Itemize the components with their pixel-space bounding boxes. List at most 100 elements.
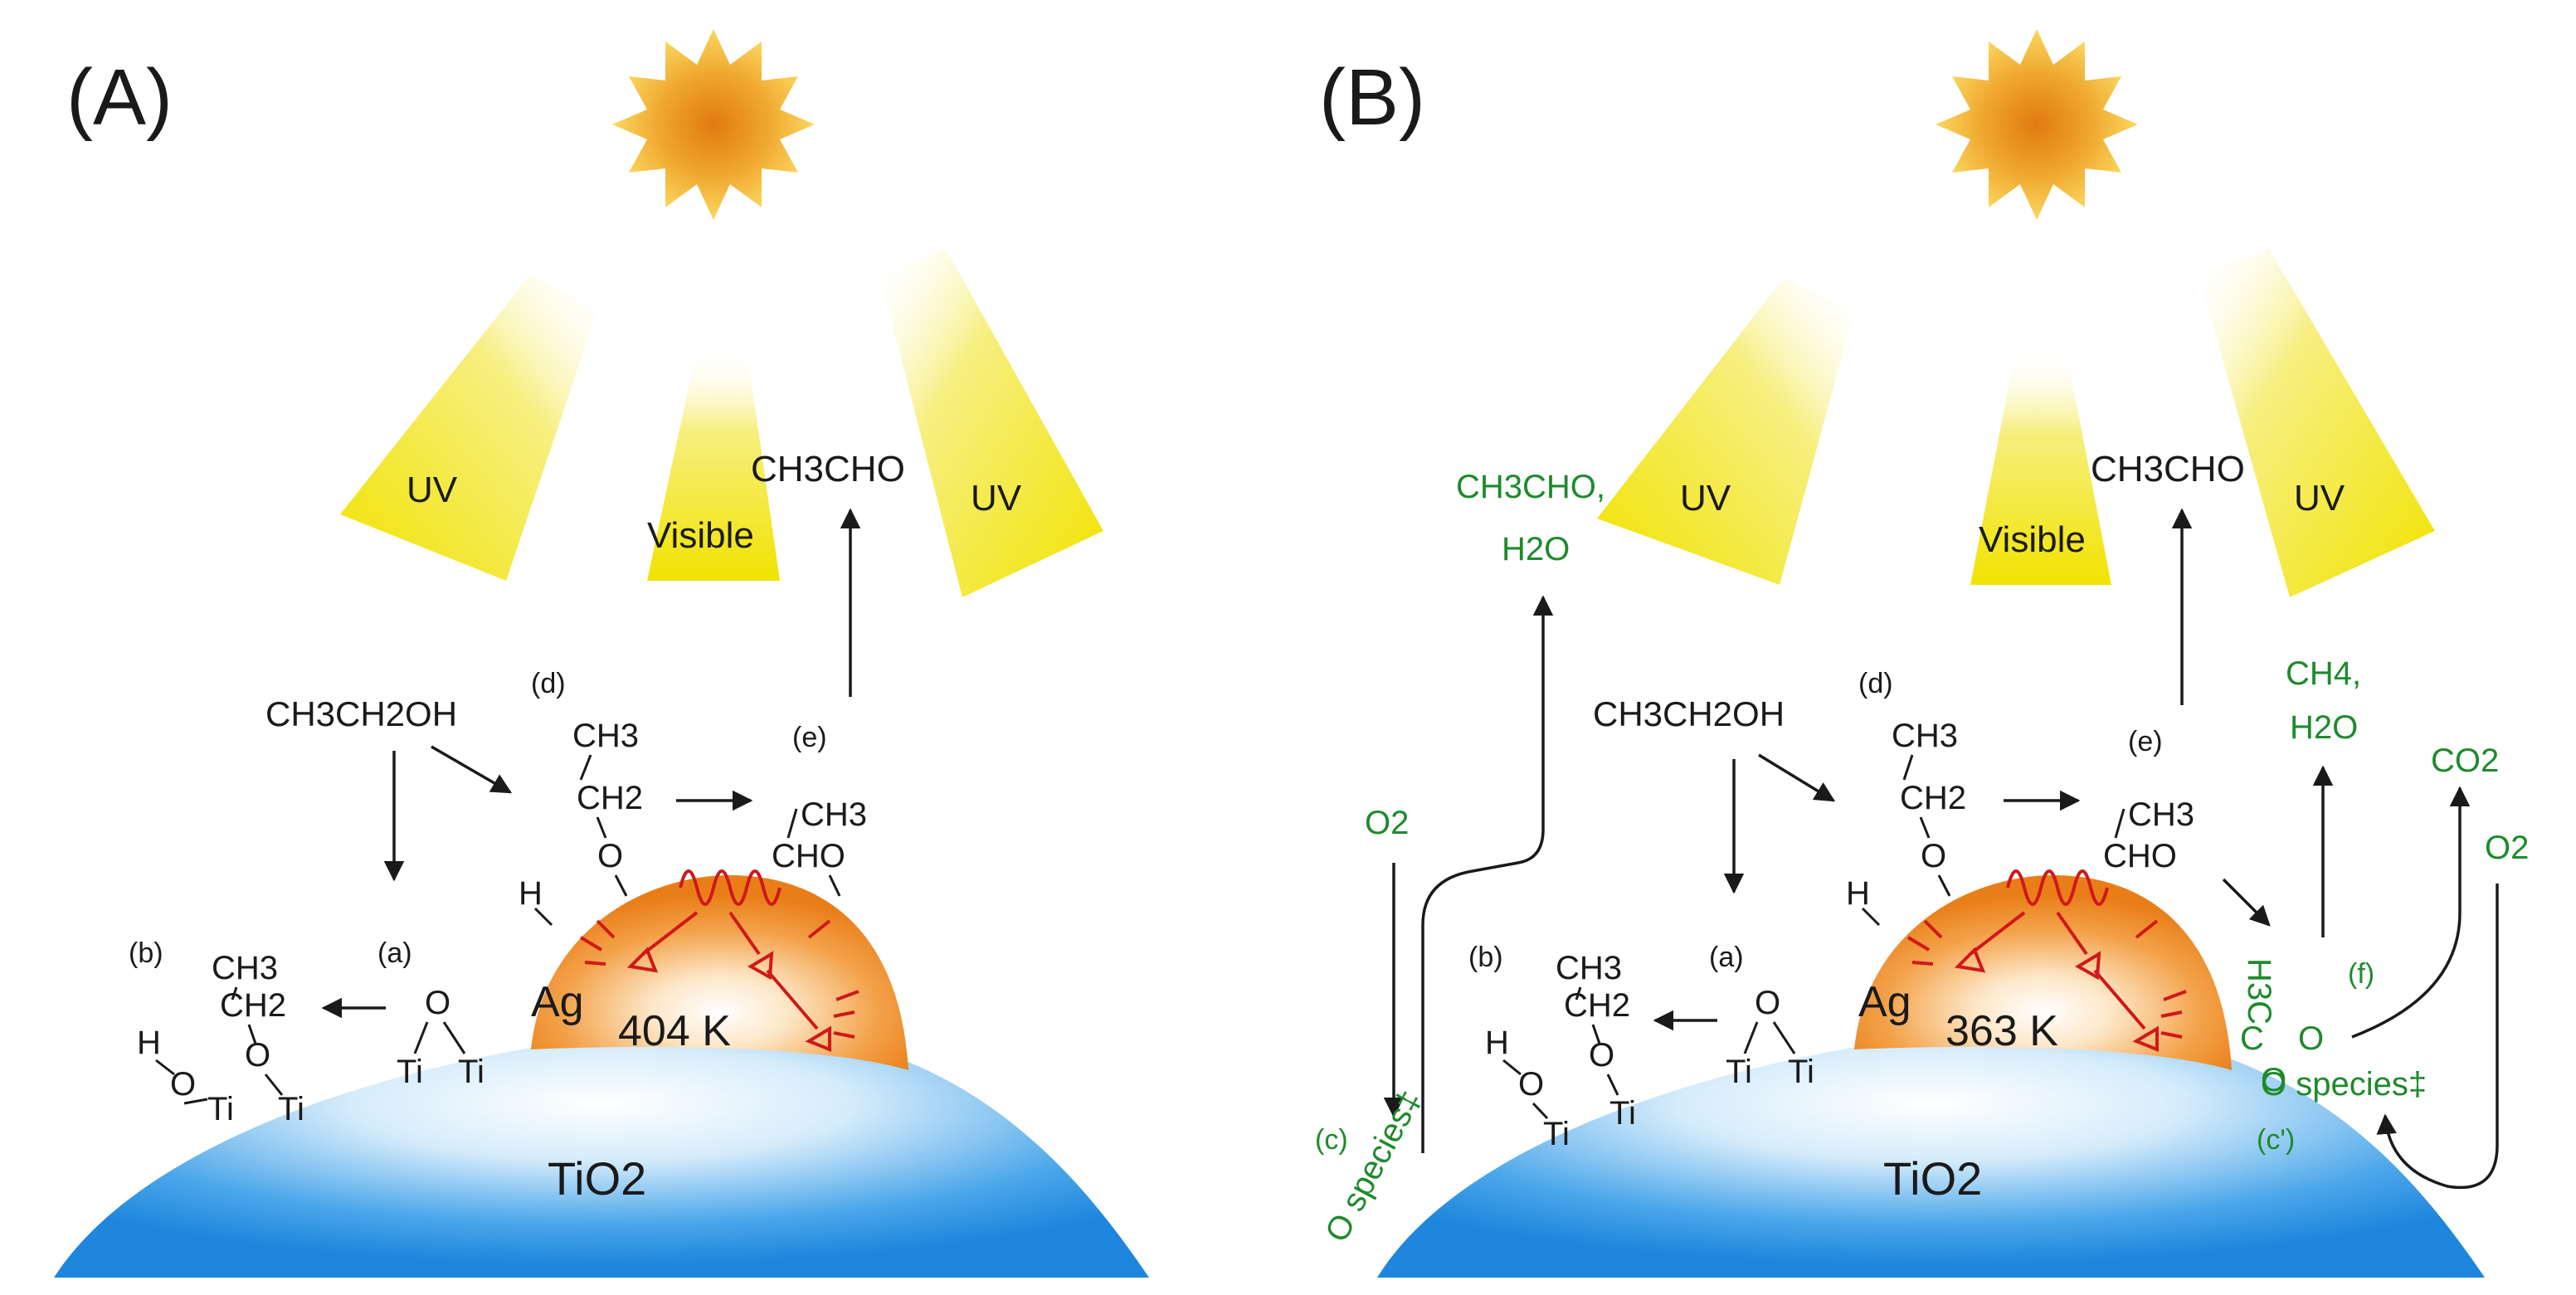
a-bonds-b xyxy=(1743,1021,1796,1054)
d-ch2: CH2 xyxy=(577,780,643,816)
uv-right-label: UV xyxy=(971,478,1022,518)
b-h-b: H xyxy=(1485,1025,1509,1061)
e-bond xyxy=(786,808,798,839)
visible-beam-b xyxy=(1970,348,2111,585)
b-o-2-b: O xyxy=(1589,1037,1614,1073)
green-product-line1: CH3CHO, xyxy=(1456,469,1605,505)
a-ti-1: Ti xyxy=(397,1054,423,1090)
a-ti-2: Ti xyxy=(458,1054,485,1090)
d-o: O xyxy=(597,838,623,874)
ag-label: Ag xyxy=(531,978,584,1026)
plasmon-wave-b xyxy=(2006,869,2109,906)
b-o-1-b: O xyxy=(1518,1066,1544,1103)
o-species-left: O species‡ xyxy=(1318,1084,1429,1248)
d-h-b: H xyxy=(1846,875,1870,912)
e-bond-b xyxy=(2114,808,2126,839)
ch4-label-line2: H2O xyxy=(2290,709,2358,746)
product-label-b: CH3CHO xyxy=(2091,449,2245,489)
ethanol-label: CH3CH2OH xyxy=(265,694,457,733)
uv-beam-right-b xyxy=(2199,249,2435,597)
e-cho: CHO xyxy=(772,838,845,874)
step-a-label: (a) xyxy=(377,937,412,969)
step-a-label-b: (a) xyxy=(1709,942,1744,973)
a-ti-2-b: Ti xyxy=(1788,1054,1814,1090)
e-cho-b: CHO xyxy=(2103,838,2177,874)
arrow-o2-right-loop xyxy=(2376,884,2499,1190)
step-d-label: (d) xyxy=(531,668,566,699)
uv-left-label: UV xyxy=(407,470,458,510)
temperature-label: 404 K xyxy=(618,1007,731,1055)
a-o-b: O xyxy=(1755,985,1780,1021)
f-h3c: H3C xyxy=(2241,958,2277,1025)
tio2-support-b xyxy=(1377,1029,2485,1278)
e-ch3: CH3 xyxy=(801,796,867,833)
sun-icon-b xyxy=(1936,29,2138,220)
d-ch2-b: CH2 xyxy=(1900,780,1966,816)
product-label: CH3CHO xyxy=(751,449,905,489)
b-ti-1-b: Ti xyxy=(1543,1116,1570,1152)
tio2-label-b: TiO2 xyxy=(1883,1152,1982,1205)
d-bonds xyxy=(533,754,628,927)
arrow-to-d-b xyxy=(1758,753,1836,802)
step-e-label-b: (e) xyxy=(2128,726,2163,757)
uv-beam-left xyxy=(340,274,597,581)
b-ch2: CH2 xyxy=(220,987,286,1024)
step-c-label: (c) xyxy=(1315,1124,1348,1156)
o-species-right: O species‡ xyxy=(2261,1066,2427,1103)
ag-label-b: Ag xyxy=(1858,978,1911,1026)
visible-label: Visible xyxy=(647,515,754,556)
b-ch3: CH3 xyxy=(212,950,278,986)
step-e-label: (e) xyxy=(792,722,827,753)
b-bonds xyxy=(155,986,284,1105)
b-ti-1: Ti xyxy=(207,1091,234,1127)
ag-particle xyxy=(531,875,908,1070)
arrow-c-to-green-product xyxy=(1421,595,1554,1153)
b-ti-2-b: Ti xyxy=(1609,1095,1636,1132)
o2-right-label: O2 xyxy=(2485,830,2529,866)
e-bond-2 xyxy=(828,874,841,897)
temperature-label-b: 363 K xyxy=(1945,1007,2058,1055)
charge-transfer-arrows xyxy=(579,911,859,1052)
d-o-b: O xyxy=(1921,838,1946,874)
a-ti-1-b: Ti xyxy=(1726,1054,1752,1090)
charge-transfer-arrows-b xyxy=(1906,911,2187,1052)
f-c: C xyxy=(2240,1020,2264,1057)
green-product-line2: H2O xyxy=(1502,531,1570,567)
step-d-label-b: (d) xyxy=(1858,668,1893,699)
a-o: O xyxy=(425,985,450,1021)
o2-left-label: O2 xyxy=(1365,805,1409,841)
co2-label: CO2 xyxy=(2431,742,2499,779)
ch4-label-line1: CH4, xyxy=(2286,655,2361,692)
b-h: H xyxy=(137,1025,161,1061)
d-ch3: CH3 xyxy=(572,718,639,754)
step-c-prime-label: (c') xyxy=(2257,1124,2295,1156)
f-o-1: O xyxy=(2298,1020,2324,1057)
e-ch3-b: CH3 xyxy=(2128,796,2194,833)
d-bonds-b xyxy=(1861,754,1951,927)
d-ch3-b: CH3 xyxy=(1892,718,1958,754)
panel-a: (A) UV Visible UV CH3CHO Ag 404 K TiO2 xyxy=(54,29,1149,1278)
sun-icon xyxy=(612,29,815,220)
uv-right-label-b: UV xyxy=(2294,478,2345,518)
panel-a-label: (A) xyxy=(66,53,173,142)
a-bonds xyxy=(413,1021,466,1054)
uv-beam-left-b xyxy=(1597,278,1854,585)
ethanol-label-b: CH3CH2OH xyxy=(1593,694,1785,733)
b-o-1: O xyxy=(170,1066,196,1103)
step-b-label-b: (b) xyxy=(1468,942,1503,973)
d-h: H xyxy=(519,875,543,912)
plasmon-wave xyxy=(679,869,782,906)
step-f-label: (f) xyxy=(2348,958,2374,990)
b-bonds-b xyxy=(1502,986,1619,1120)
uv-left-label-b: UV xyxy=(1680,478,1731,518)
panel-b-label: (B) xyxy=(1319,53,1425,142)
b-ch3-b: CH3 xyxy=(1556,950,1622,986)
tio2-support xyxy=(54,1029,1149,1278)
f-o-2: O xyxy=(2261,1062,2286,1098)
tio2-label: TiO2 xyxy=(548,1152,646,1205)
visible-label-b: Visible xyxy=(1979,519,2086,560)
uv-beam-right xyxy=(879,249,1103,597)
arrow-to-d xyxy=(431,745,513,794)
